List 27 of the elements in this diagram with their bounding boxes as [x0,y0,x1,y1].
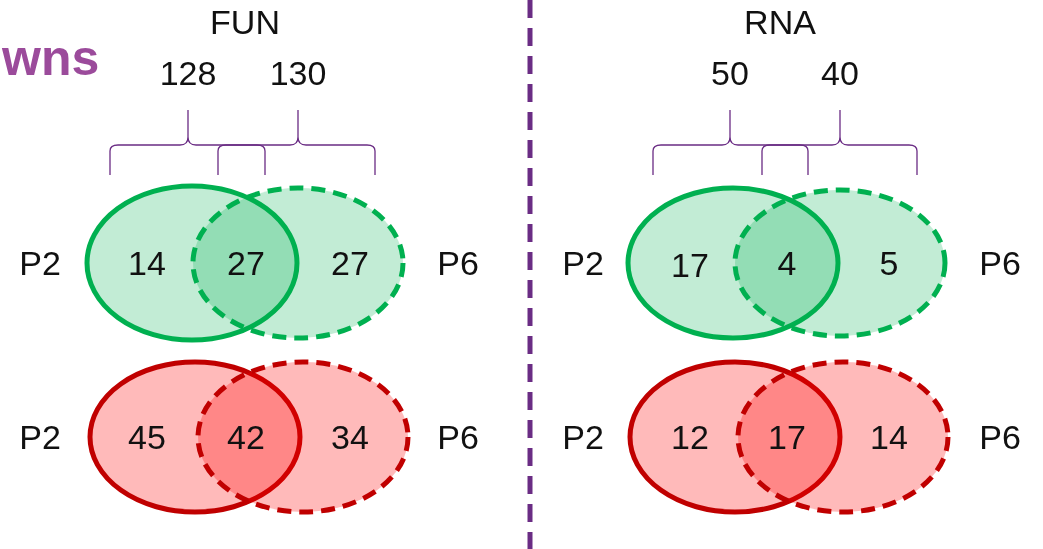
venn-count: 42 [227,420,265,454]
venn-count: 17 [768,420,806,454]
set-label: P6 [979,420,1021,454]
set-total: 50 [711,56,749,90]
set-label: P2 [19,246,61,280]
venn-count: 27 [227,246,265,280]
set-label: P2 [562,420,604,454]
set-total: 128 [159,56,217,90]
heading: wns [2,33,100,83]
set-label: P2 [562,246,604,280]
venn-count: 14 [870,420,908,454]
venn-count: 45 [128,420,166,454]
venn-count: 5 [879,246,899,280]
venn-count: 14 [128,246,166,280]
set-label: P6 [437,420,479,454]
venn-count: 4 [777,246,797,280]
set-label: P6 [979,246,1021,280]
set-total: 40 [821,56,859,90]
column-title: RNA [744,5,816,39]
set-label: P6 [437,246,479,280]
set-label: P2 [19,420,61,454]
venn-count: 17 [671,248,709,282]
set-total: 130 [269,56,327,90]
venn-count: 27 [331,246,369,280]
column-title: FUN [210,5,280,39]
venn-count: 34 [331,420,369,454]
venn-count: 12 [671,420,709,454]
